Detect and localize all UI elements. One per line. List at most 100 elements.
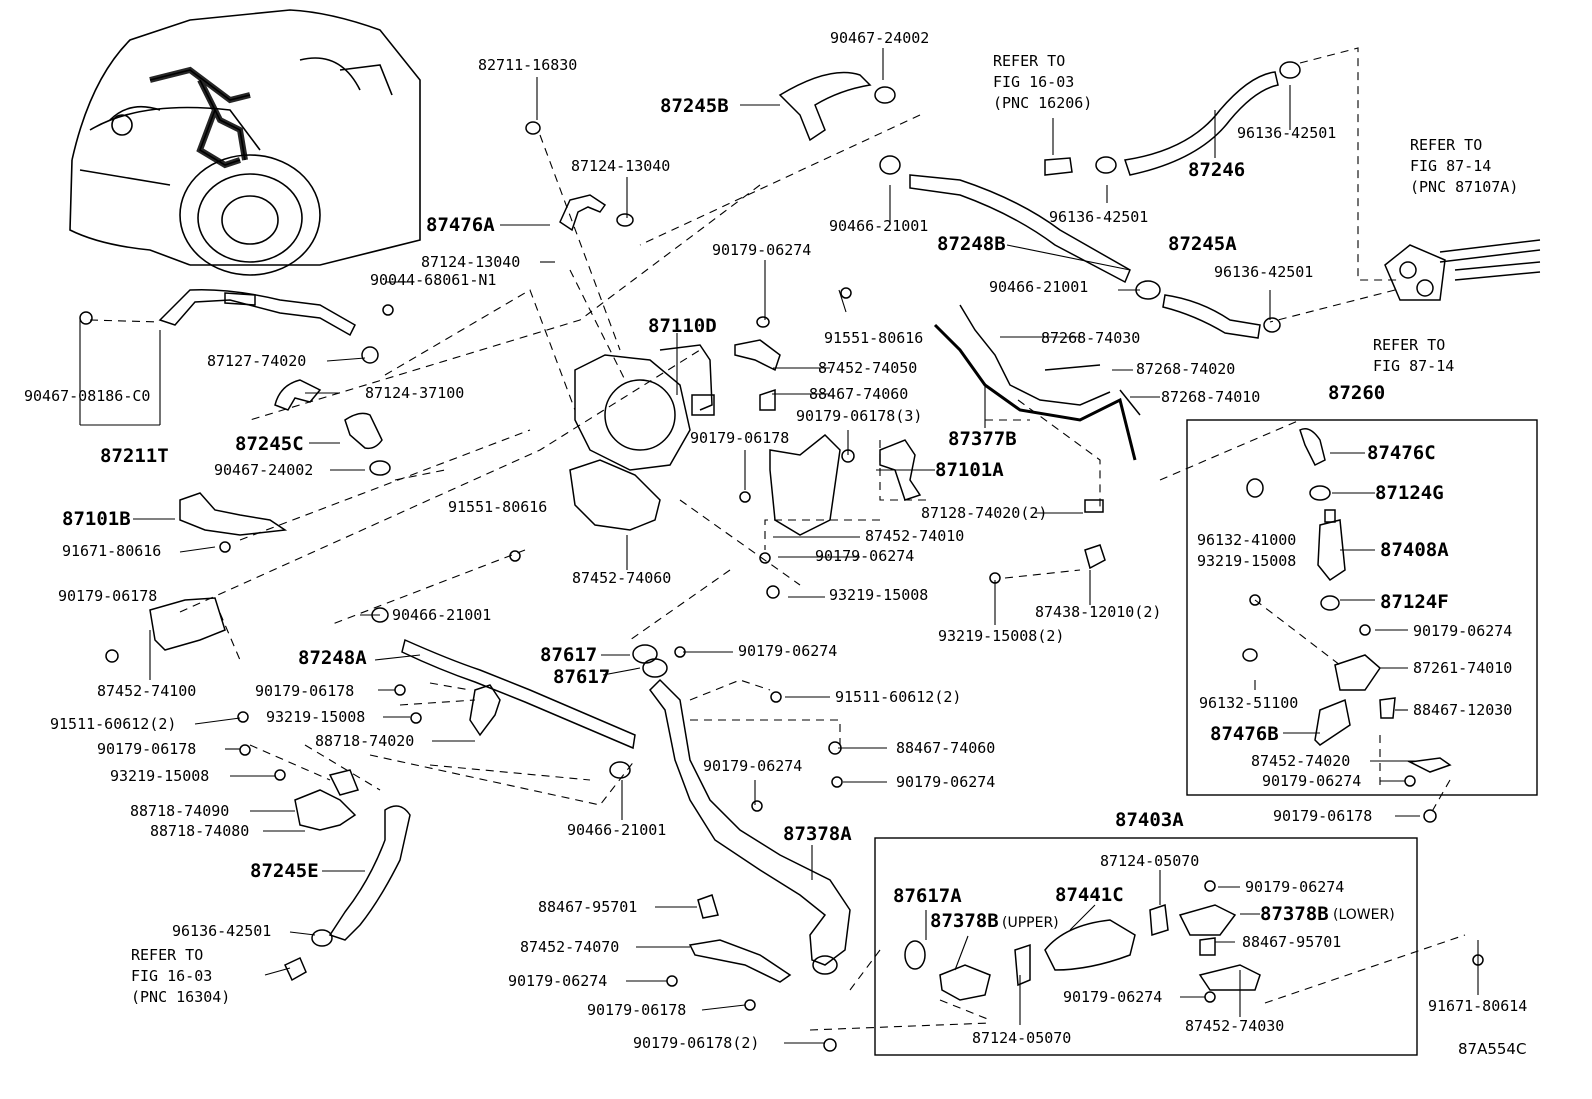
dashed-lines bbox=[89, 47, 1466, 1031]
part-label: 96132-41000 bbox=[1197, 531, 1297, 549]
part-label: 91511-60612(2) bbox=[50, 715, 177, 733]
part-label: 87245B bbox=[660, 95, 729, 117]
part-label: 87124-37100 bbox=[365, 384, 465, 402]
part-label: 91671-80614 bbox=[1428, 997, 1528, 1015]
part-label-note: (LOWER) bbox=[1333, 907, 1395, 923]
part-label: 90466-21001 bbox=[829, 217, 929, 235]
part-label: 93219-15008 bbox=[829, 586, 929, 604]
part-label: 87246 bbox=[1188, 159, 1246, 181]
group-boxes bbox=[874, 419, 1538, 1056]
part-label: 87127-74020 bbox=[207, 352, 307, 370]
part-label: 87476A bbox=[426, 214, 495, 236]
part-label: 87378A bbox=[783, 823, 852, 845]
part-label: 87268-74030 bbox=[1041, 329, 1141, 347]
part-label: 87377B bbox=[948, 428, 1017, 450]
part-label: 87268-74010 bbox=[1161, 388, 1261, 406]
part-label: 87101A bbox=[935, 459, 1004, 481]
part-label: 90179-06178 bbox=[58, 587, 158, 605]
part-label: 96136-42501 bbox=[1049, 208, 1149, 226]
reference-note: REFER TO FIG 87-14 (PNC 87107A) bbox=[1410, 136, 1519, 196]
part-label: 90179-06178 bbox=[255, 682, 355, 700]
part-label: 87124-13040 bbox=[571, 157, 671, 175]
part-label: 90467-08186-C0 bbox=[24, 387, 151, 405]
part-label: 87476C bbox=[1367, 442, 1436, 464]
part-label: 87245C bbox=[235, 433, 304, 455]
part-label: 90467-24002 bbox=[830, 29, 930, 47]
part-label: 87452-74070 bbox=[520, 938, 620, 956]
part-label: 90179-06274 bbox=[1063, 988, 1163, 1006]
part-label: 90179-06274 bbox=[508, 972, 608, 990]
part-label: 90179-06274 bbox=[1413, 622, 1513, 640]
part-label: 87452-74050 bbox=[818, 359, 918, 377]
part-label: 87124-13040 bbox=[421, 253, 521, 271]
part-label: 90466-21001 bbox=[989, 278, 1089, 296]
part-label: 88467-74060 bbox=[896, 739, 996, 757]
part-label: 90179-06178 bbox=[587, 1001, 687, 1019]
part-label: 87452-74060 bbox=[572, 569, 672, 587]
assembly-box-87260 bbox=[1186, 419, 1538, 796]
part-label: 91511-60612(2) bbox=[835, 688, 962, 706]
part-label: 88718-74090 bbox=[130, 802, 230, 820]
part-label: 87124G bbox=[1375, 482, 1444, 504]
part-label: 90179-06274 bbox=[703, 757, 803, 775]
part-label: 90179-06178 bbox=[1273, 807, 1373, 825]
reference-note: REFER TO FIG 16-03 (PNC 16206) bbox=[993, 52, 1093, 112]
part-label: 87617 bbox=[540, 644, 598, 666]
part-label: 96132-51100 bbox=[1199, 694, 1299, 712]
part-label: 82711-16830 bbox=[478, 56, 578, 74]
part-label: 93219-15008(2) bbox=[938, 627, 1065, 645]
leader-lines bbox=[79, 48, 1479, 1044]
part-label: 88467-95701 bbox=[1242, 933, 1342, 951]
part-label: 90179-06274 bbox=[896, 773, 996, 791]
part-shapes bbox=[79, 61, 1541, 1052]
part-label: 88467-74060 bbox=[809, 385, 909, 403]
part-label: 90467-24002 bbox=[214, 461, 314, 479]
part-label: 87378B bbox=[1260, 903, 1329, 925]
part-label: 93219-15008 bbox=[1197, 552, 1297, 570]
part-label: 90179-06274 bbox=[1262, 772, 1362, 790]
vehicle-illustration bbox=[69, 9, 421, 276]
part-label: 87452-74020 bbox=[1251, 752, 1351, 770]
part-label: 90179-06178(3) bbox=[796, 407, 923, 425]
assembly-box-87403A bbox=[874, 837, 1418, 1056]
drawing-code: 87A554C bbox=[1458, 1040, 1527, 1058]
part-label: 87617A bbox=[893, 885, 962, 907]
part-label: 87438-12010(2) bbox=[1035, 603, 1162, 621]
part-label: 90466-21001 bbox=[567, 821, 667, 839]
part-label: 87101B bbox=[62, 508, 131, 530]
part-label: 87441C bbox=[1055, 884, 1124, 906]
part-label: 87452-74030 bbox=[1185, 1017, 1285, 1035]
part-label: 87260 bbox=[1328, 382, 1386, 404]
part-label: 88467-12030 bbox=[1413, 701, 1513, 719]
part-label: 87110D bbox=[648, 315, 717, 337]
part-label: 90044-68061-N1 bbox=[370, 271, 497, 289]
part-label: 87476B bbox=[1210, 723, 1279, 745]
part-label: 87268-74020 bbox=[1136, 360, 1236, 378]
part-label: 91551-80616 bbox=[824, 329, 924, 347]
part-label: 90179-06178(2) bbox=[633, 1034, 760, 1052]
part-label: 87452-74100 bbox=[97, 682, 197, 700]
part-label: 96136-42501 bbox=[172, 922, 272, 940]
part-label: 91671-80616 bbox=[62, 542, 162, 560]
part-label: 87128-74020(2) bbox=[921, 504, 1048, 522]
part-label: 90179-06274 bbox=[738, 642, 838, 660]
part-label: 87408A bbox=[1380, 539, 1449, 561]
part-label: 93219-15008 bbox=[110, 767, 210, 785]
part-label: 90179-06274 bbox=[712, 241, 812, 259]
part-label: 87452-74010 bbox=[865, 527, 965, 545]
part-label: 87124-05070 bbox=[1100, 852, 1200, 870]
part-label: 90179-06274 bbox=[815, 547, 915, 565]
part-label: 87403A bbox=[1115, 809, 1184, 831]
part-label: 96136-42501 bbox=[1214, 263, 1314, 281]
part-label-note: (UPPER) bbox=[1002, 915, 1059, 931]
part-label: 87245A bbox=[1168, 233, 1237, 255]
part-label: 90179-06178 bbox=[97, 740, 197, 758]
part-label: 87617 bbox=[553, 666, 611, 688]
part-label: 87124-05070 bbox=[972, 1029, 1072, 1047]
part-label: 88718-74080 bbox=[150, 822, 250, 840]
part-label: 90179-06274 bbox=[1245, 878, 1345, 896]
part-label: 87378B bbox=[930, 910, 999, 932]
reference-note: REFER TO FIG 16-03 (PNC 16304) bbox=[131, 946, 231, 1006]
